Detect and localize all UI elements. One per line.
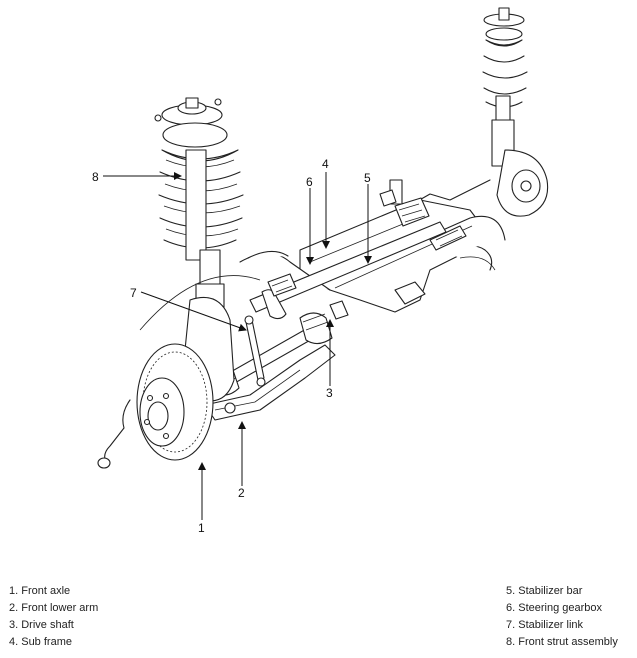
legend-item-front-lower-arm: 2. Front lower arm	[9, 602, 99, 614]
callout-leaders	[103, 172, 372, 520]
callout-6: 6	[306, 175, 313, 189]
legend-item-front-axle: 1. Front axle	[9, 585, 71, 597]
callout-2: 2	[238, 486, 245, 500]
callout-3: 3	[326, 386, 333, 400]
callout-4: 4	[322, 157, 329, 171]
legend-left: 1. Front axle 2. Front lower arm 3. Driv…	[9, 583, 98, 651]
front-axle-drawing	[97, 275, 261, 469]
legend-item-stabilizer-bar: 5. Stabilizer bar	[506, 585, 583, 597]
legend-item-front-strut-assembly: 8. Front strut assembly	[506, 636, 618, 648]
lower-arm-drawing	[204, 344, 336, 421]
legend-item-drive-shaft: 3. Drive shaft	[9, 619, 74, 631]
legend-item-sub-frame: 4. Sub frame	[9, 636, 72, 648]
legend-item-steering-gearbox: 6. Steering gearbox	[506, 602, 603, 614]
front-strut-drawing	[154, 97, 244, 321]
legend-item-stabilizer-link: 7. Stabilizer link	[506, 619, 584, 631]
stabilizer-link-drawing	[244, 315, 266, 387]
right-strut-drawing	[401, 7, 549, 217]
callout-1: 1	[198, 521, 205, 535]
callout-8: 8	[92, 170, 99, 184]
callout-7: 7	[130, 286, 137, 300]
legend-right: 5. Stabilizer bar 6. Steering gearbox 7.…	[506, 583, 618, 651]
callout-5: 5	[364, 171, 371, 185]
front-suspension-diagram: 1 2 3 4 5 6 7 8	[92, 7, 549, 535]
